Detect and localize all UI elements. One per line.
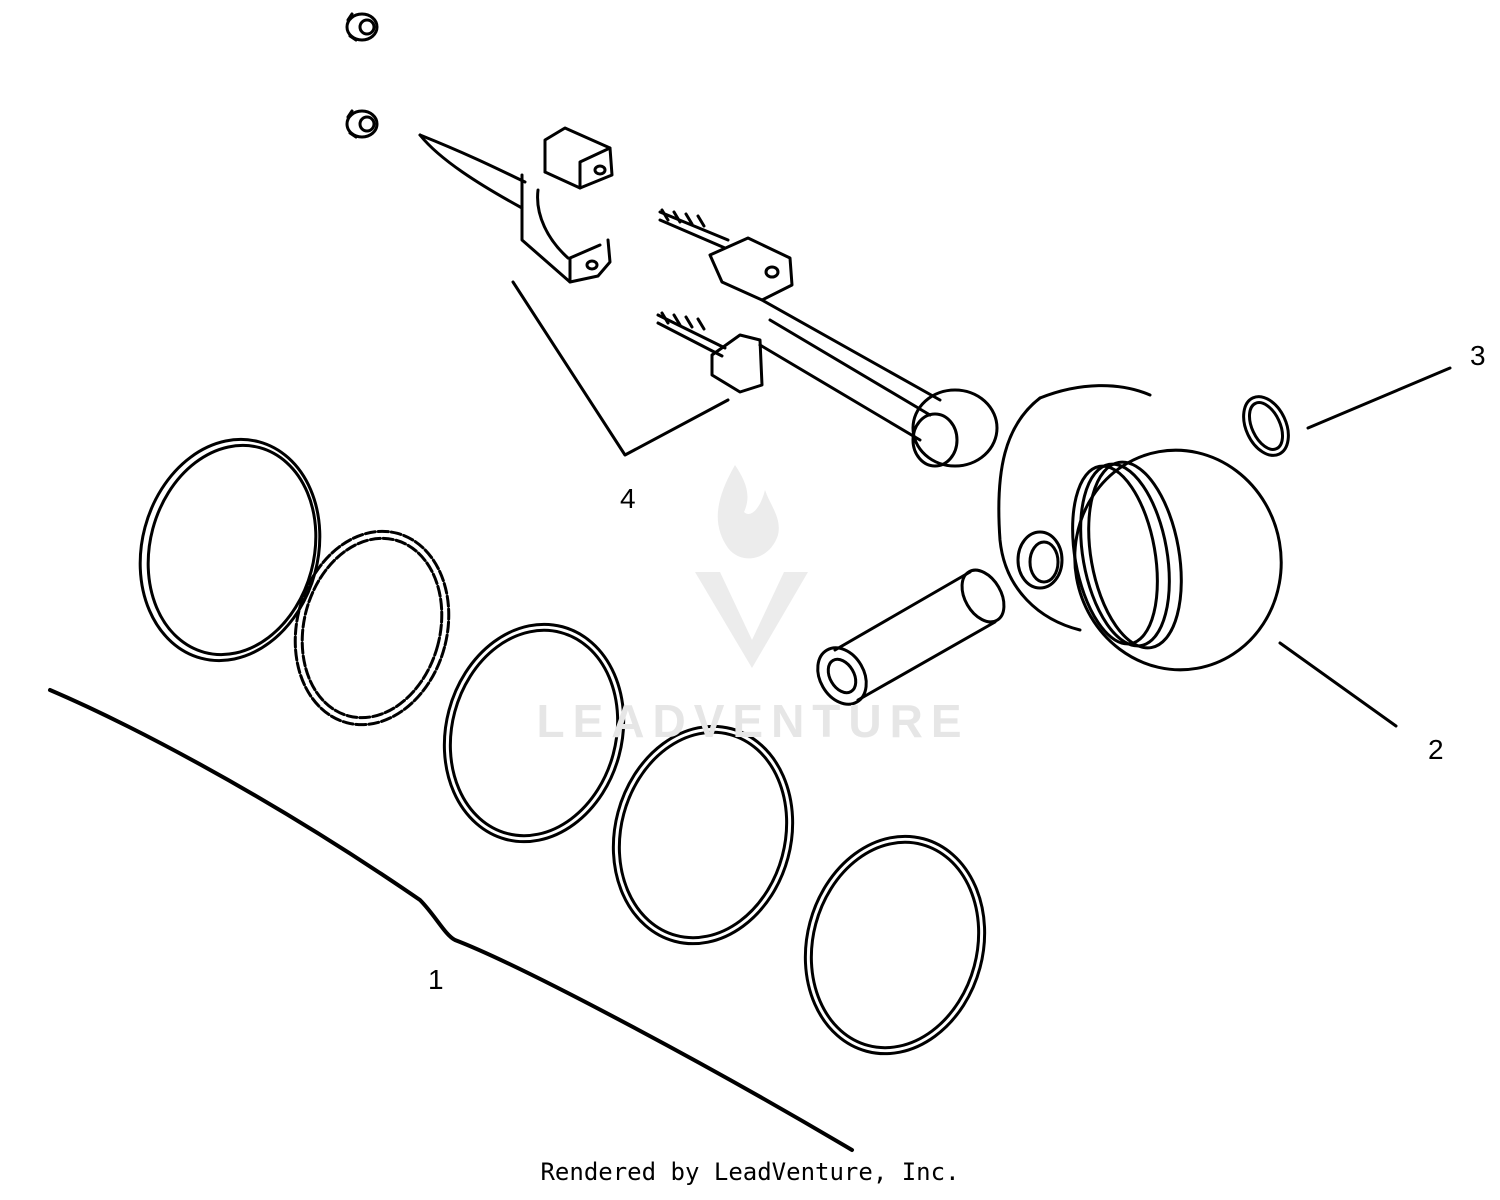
leader-4 xyxy=(511,280,730,457)
nut-bottom xyxy=(345,109,379,139)
piston-ring-5 xyxy=(803,834,987,1056)
piston-pin xyxy=(816,568,1006,706)
leader-lines xyxy=(48,280,1452,1152)
nut-top xyxy=(345,12,379,42)
piston-ring-2-oil xyxy=(293,529,451,727)
watermark-text: LEADVENTURE xyxy=(536,695,970,747)
piston-ring-3 xyxy=(442,622,626,844)
piston-ring-1 xyxy=(138,437,322,663)
footer-credit: Rendered by LeadVenture, Inc. xyxy=(540,1158,960,1186)
bracket-1 xyxy=(48,688,854,1152)
callout-2: 2 xyxy=(1428,734,1444,765)
piston-ring-4 xyxy=(611,724,795,946)
rod-cap xyxy=(418,126,614,284)
callout-4: 4 xyxy=(620,483,636,514)
connecting-rod xyxy=(656,208,999,468)
callout-3: 3 xyxy=(1470,340,1486,371)
retaining-ring xyxy=(1242,395,1290,457)
piston xyxy=(997,384,1283,672)
callout-1: 1 xyxy=(428,964,444,995)
leader-2 xyxy=(1278,641,1398,728)
leader-3 xyxy=(1306,366,1452,430)
watermark-logo xyxy=(695,465,808,668)
